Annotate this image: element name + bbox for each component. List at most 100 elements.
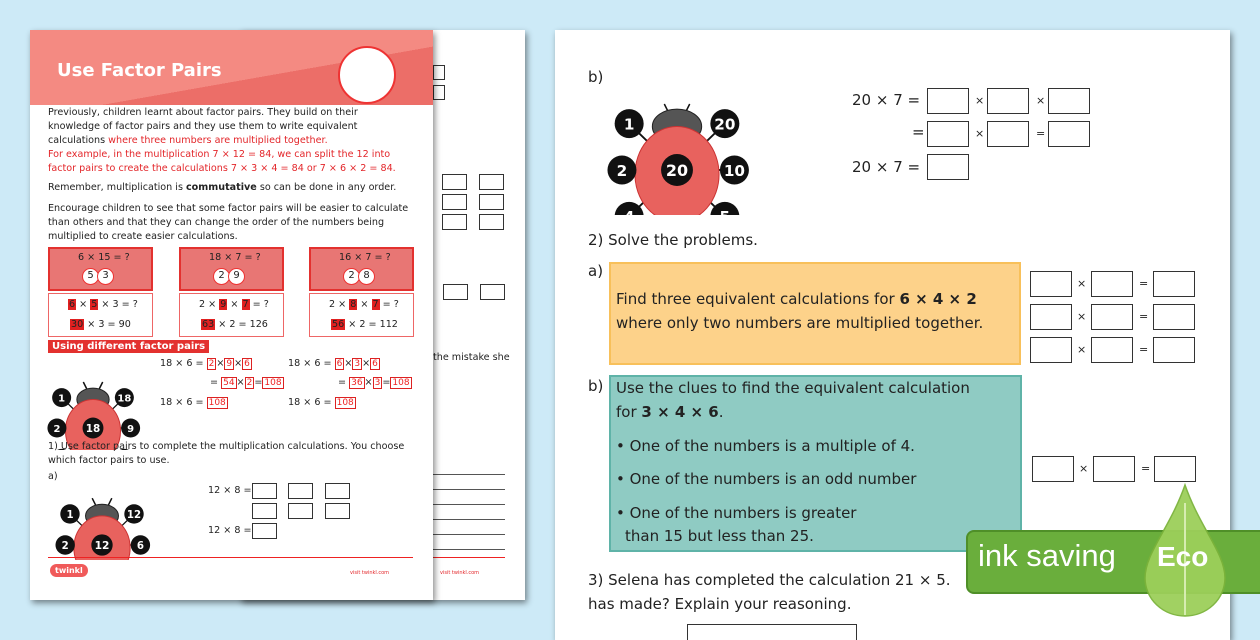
ladybug-factor-number: [119, 448, 129, 450]
answer-box[interactable]: [1048, 88, 1090, 114]
factor-pill: 3: [97, 268, 114, 285]
answer-box[interactable]: [1091, 304, 1133, 330]
badge-text: ink saving: [978, 538, 1116, 573]
q1a-equation-3: 12 × 8 =: [208, 525, 252, 536]
answer-box[interactable]: [1091, 271, 1133, 297]
equation-line: 18 × 6 = 108: [288, 397, 356, 409]
worksheet-page-2: b) 2012021045 20 × 7 = = 20 × 7 = ×××=×=…: [555, 30, 1230, 640]
svg-text:2: 2: [62, 541, 69, 552]
answer-chip: 54: [221, 377, 237, 389]
encourage-line-1: Encourage children to see that some fact…: [48, 203, 409, 214]
answer-chip: 2: [206, 358, 217, 370]
ladybug-factor-number: [710, 201, 740, 215]
card-step-2: 56 × 2 = 112: [331, 319, 398, 330]
equation-1: 20 × 7 =: [852, 91, 921, 109]
card-step-2: 63 × 2 = 126: [201, 319, 268, 330]
answer-box[interactable]: [288, 503, 313, 519]
answer-chip: 6: [242, 358, 252, 370]
q2a-label: a): [588, 262, 604, 280]
footer-divider: [48, 557, 413, 558]
intro-line-3: calculations where three numbers are mul…: [48, 134, 328, 148]
answer-box[interactable]: [1154, 456, 1196, 482]
card-question: 18 × 7 = ?: [209, 252, 261, 263]
ladybug-18-illustration: 181182936: [47, 381, 141, 450]
operator: =: [1139, 310, 1149, 323]
answer-box[interactable]: [1048, 121, 1090, 147]
answer-box[interactable]: [987, 121, 1029, 147]
svg-text:18: 18: [86, 423, 101, 435]
ladybug-factor-number: [710, 109, 740, 139]
answer-box[interactable]: [687, 624, 857, 640]
answer-box[interactable]: [1030, 271, 1072, 297]
operator: ×: [975, 94, 985, 107]
footer-link[interactable]: visit twinkl.com: [350, 570, 390, 576]
ladybug-factor-number: [614, 109, 644, 139]
question-1-line-1: 1) Use factor pairs to complete the mult…: [48, 441, 405, 452]
ladybug-center-number: [82, 417, 104, 439]
question-1a-label: a): [48, 471, 58, 482]
ladybug-center-number: [661, 154, 693, 186]
ladybug-factor-number: [121, 418, 141, 438]
q2b-for: for 3 × 4 × 6.: [616, 403, 724, 421]
factor-pill: 2: [343, 268, 360, 285]
answer-box[interactable]: [1153, 271, 1195, 297]
answer-chip: 108: [334, 397, 356, 409]
equation-line: 18 × 6 = 2×9×6: [160, 358, 252, 370]
factor-pill: 8: [358, 268, 375, 285]
operator: ×: [1079, 462, 1089, 475]
svg-text:12: 12: [95, 539, 110, 552]
intro-text: calculations: [48, 135, 109, 146]
answer-box[interactable]: [252, 523, 277, 539]
footer-link[interactable]: visit twinkl.com: [440, 570, 480, 576]
operator: =: [1139, 277, 1149, 290]
answer-box[interactable]: [1032, 456, 1074, 482]
operator: ×: [975, 127, 985, 140]
q1a-equation-1: 12 × 8 =: [208, 485, 252, 496]
page-title: Use Factor Pairs: [57, 60, 222, 81]
svg-text:5: 5: [720, 208, 731, 215]
answer-chip: 9: [224, 358, 235, 370]
answer-box[interactable]: [252, 483, 277, 499]
example-card-bottom: [48, 293, 153, 337]
answer-box[interactable]: [927, 121, 969, 147]
ladybug-12-illustration: 121122634: [55, 497, 151, 560]
svg-text:20: 20: [714, 115, 735, 133]
answer-box[interactable]: [927, 154, 969, 180]
answer-box[interactable]: [1093, 456, 1135, 482]
remember-line: Remember, multiplication is commutative …: [48, 182, 397, 193]
operator: ×: [1077, 277, 1087, 290]
card-step-1: 6 × 5 × 3 = ?: [68, 299, 138, 310]
answer-chip: 6: [334, 358, 345, 370]
intro-line-2: knowledge of factor pairs and they use t…: [48, 121, 358, 132]
svg-text:1: 1: [624, 115, 635, 133]
ladybug-factor-number: [124, 504, 144, 524]
answer-box[interactable]: [1091, 337, 1133, 363]
svg-text:4: 4: [624, 208, 635, 215]
card-question: 6 × 15 = ?: [78, 252, 130, 263]
leaf-drop-icon: [1144, 483, 1226, 617]
section-label: Using different factor pairs: [48, 340, 210, 353]
answer-box[interactable]: [927, 88, 969, 114]
svg-text:1: 1: [58, 393, 65, 404]
answer-box[interactable]: [1153, 337, 1195, 363]
answer-box[interactable]: [1030, 304, 1072, 330]
operator: ×: [1036, 94, 1046, 107]
answer-box[interactable]: [288, 483, 313, 499]
answer-box[interactable]: [1153, 304, 1195, 330]
answer-lines: [433, 460, 505, 552]
answer-box[interactable]: [252, 503, 277, 519]
answer-box[interactable]: [325, 503, 350, 519]
operator: =: [1036, 127, 1046, 140]
answer-box[interactable]: [325, 483, 350, 499]
answer-chip: 6: [370, 358, 380, 370]
question-3-line-2: has made? Explain your reasoning.: [588, 595, 852, 613]
answer-box[interactable]: [1030, 337, 1072, 363]
operator: ×: [1077, 343, 1087, 356]
answer-box[interactable]: [987, 88, 1029, 114]
equation-line: 18 × 6 = 108: [160, 397, 228, 409]
card-question: 16 × 7 = ?: [339, 252, 391, 263]
card-step-2: 30 × 3 = 90: [70, 319, 131, 330]
equation-2: =: [912, 123, 925, 141]
equation-3: 20 × 7 =: [852, 158, 921, 176]
svg-text:9: 9: [127, 424, 134, 435]
